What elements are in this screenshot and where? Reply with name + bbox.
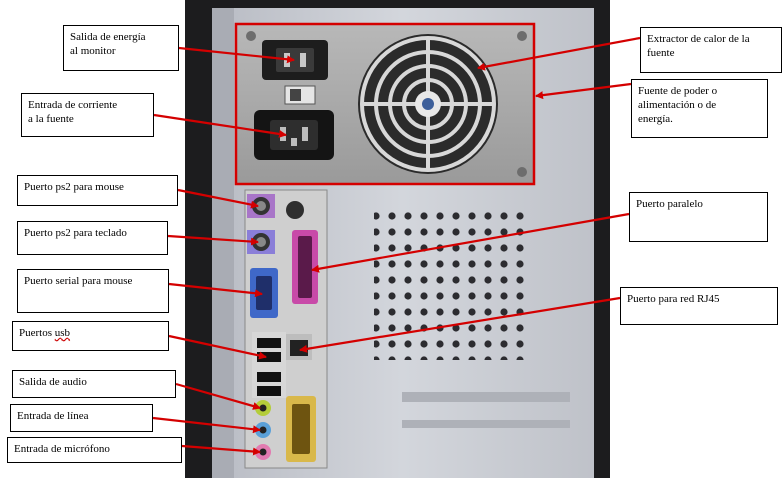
label-entrada-microfono: Entrada de micrófono	[7, 437, 182, 463]
label-fuente: Fuente de poder o alimentación o de ener…	[631, 79, 768, 138]
fan-grille	[358, 34, 498, 174]
arrow-ps2-teclado	[167, 234, 259, 246]
usb-label-word: usb	[54, 327, 71, 339]
serial-port	[250, 268, 278, 318]
arrow-salida-monitor	[178, 46, 295, 64]
label-extractor: Extractor de calor de la fuente	[640, 27, 782, 73]
arrow-entrada-microfono	[181, 444, 261, 456]
arrow-serial-mouse	[168, 282, 263, 298]
arrow-extractor	[477, 36, 641, 71]
label-entrada-corriente: Entrada de corriente a la fuente	[21, 93, 154, 137]
label-paralelo: Puerto paralelo	[629, 192, 768, 242]
label-salida-audio: Salida de audio	[12, 370, 176, 398]
usb-ports	[252, 332, 286, 398]
label-rj45: Puerto para red RJ45	[620, 287, 778, 325]
arrow-salida-audio	[175, 382, 261, 410]
arrow-usb	[168, 334, 267, 360]
arrow-entrada-linea	[152, 416, 261, 434]
label-ps2-mouse: Puerto ps2 para mouse	[17, 175, 178, 206]
usb-label-prefix: Puertos	[19, 327, 55, 339]
label-entrada-linea: Entrada de línea	[10, 404, 153, 432]
parallel-port	[292, 230, 318, 304]
ps2-keyboard-port	[247, 230, 275, 254]
psu-highlight-frame	[234, 22, 536, 186]
label-salida-monitor: Salida de energía al monitor	[63, 25, 179, 71]
game-port	[286, 396, 316, 462]
label-puertos-usb: Puertos usb	[12, 321, 169, 351]
label-serial-mouse: Puerto serial para mouse	[17, 269, 169, 313]
arrow-fuente	[535, 82, 632, 100]
arrow-entrada-corriente	[153, 113, 287, 138]
arrow-ps2-mouse	[177, 188, 259, 209]
io-shield	[244, 189, 328, 469]
voltage-switch	[284, 85, 316, 105]
rj45-port	[286, 334, 312, 360]
arrow-paralelo	[311, 212, 630, 273]
label-ps2-teclado: Puerto ps2 para teclado	[17, 221, 168, 255]
arrow-rj45	[299, 296, 621, 353]
